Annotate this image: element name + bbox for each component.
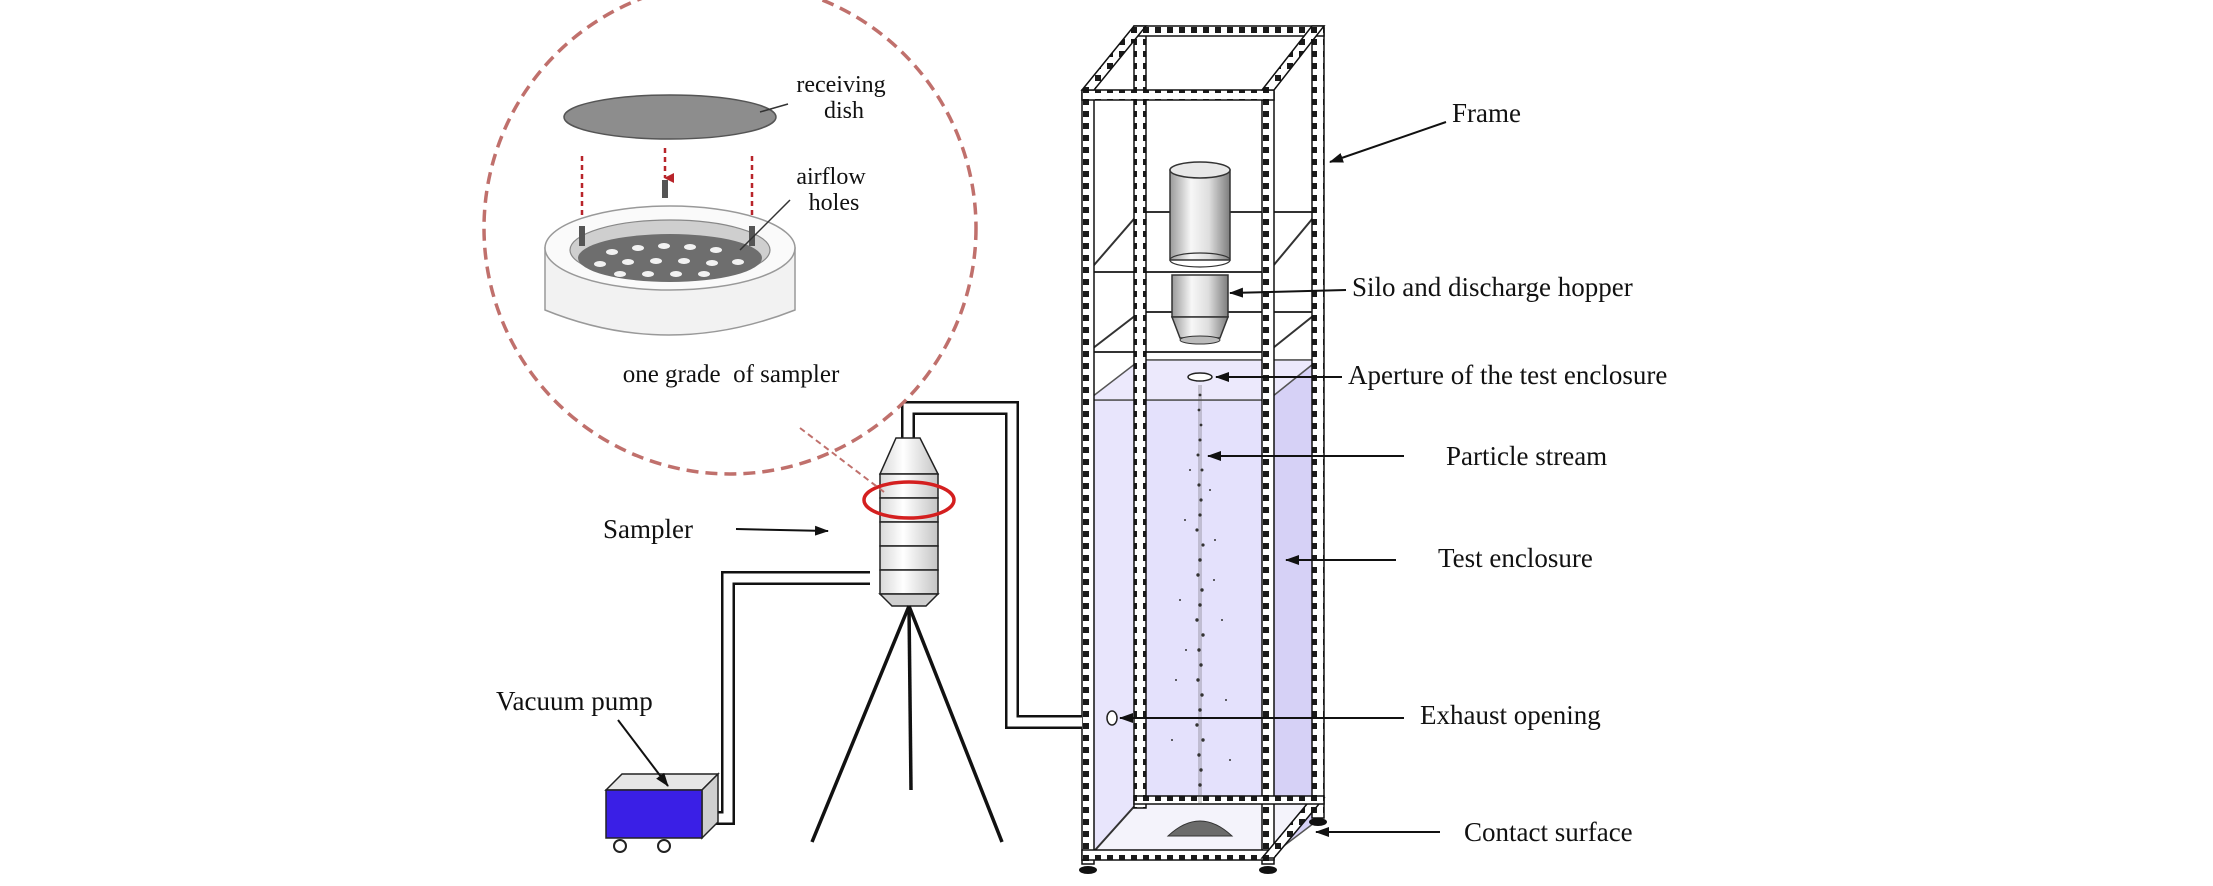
enclosure-side-panel [1267, 358, 1319, 860]
frame-label: Frame [1452, 98, 1521, 128]
frame-beam-top-right [1260, 25, 1326, 91]
sampler-grade-housing [544, 180, 796, 336]
vacuum-pump-label: Vacuum pump [496, 686, 653, 716]
particle-stream [1171, 385, 1231, 805]
hopper-cone [1170, 316, 1230, 339]
contact-surface-label: Contact surface [1464, 817, 1633, 847]
vacuum-pump-arrow [617, 719, 669, 787]
frame-post-front-right [1261, 91, 1275, 865]
airflow-holes-label-line1: airflow [796, 164, 866, 190]
exhaust-opening [1106, 710, 1118, 726]
frame-post-back-left [1133, 27, 1147, 809]
frame-beam-bottom-front [1081, 849, 1275, 861]
frame-beam-top-back [1133, 25, 1325, 37]
frame-beam-top-front [1081, 89, 1275, 101]
receiving-dish-label-line1: receiving [796, 72, 885, 98]
vacuum-pump-body [605, 789, 703, 839]
particle-pile [1166, 820, 1234, 837]
tripod [810, 605, 1004, 843]
receiving-dish-label: receiving dish [796, 72, 891, 124]
sampler-arrow [735, 525, 829, 536]
vacuum-pump [604, 772, 720, 853]
frame-arrow [1329, 121, 1447, 163]
frame-beam-bottom-back [1133, 795, 1325, 805]
frame-foot [1309, 818, 1327, 826]
zoom-callout: receiving dish airflow holes one grade o… [482, 0, 978, 493]
particle-stream-label: Particle stream [1446, 441, 1607, 471]
one-grade-label: one grade of sampler [623, 361, 840, 388]
receiving-dish [563, 94, 777, 140]
discharge-hopper [1171, 274, 1229, 318]
silo-cylinder [1169, 169, 1231, 261]
aperture-label: Aperture of the test enclosure [1348, 360, 1667, 390]
frame-post-back-right [1311, 27, 1325, 819]
frame-beam-top-left [1080, 25, 1148, 91]
sampler-highlight-ring [862, 480, 956, 520]
airflow-holes-label-line2: holes [809, 190, 860, 216]
airflow-holes-label: airflow holes [796, 164, 871, 216]
frame-foot [1259, 866, 1277, 874]
test-enclosure-label: Test enclosure [1438, 543, 1593, 573]
silo-label: Silo and discharge hopper [1352, 272, 1633, 302]
silo-top [1169, 161, 1231, 179]
test-enclosure-group [1079, 25, 1327, 874]
sampler-label: Sampler [603, 514, 693, 544]
zoom-connector [799, 427, 885, 493]
airflow-holes [594, 243, 744, 277]
sampler-cone [878, 437, 940, 475]
receiving-dish-label-line2: dish [824, 98, 864, 124]
frame-foot [1079, 866, 1097, 874]
sampler [810, 437, 1004, 843]
silo-arrow [1229, 287, 1347, 298]
frame-post-front-left [1081, 91, 1095, 865]
exhaust-opening-label: Exhaust opening [1420, 700, 1601, 730]
aperture-ring [1187, 372, 1213, 382]
enclosure-front-panel [1087, 399, 1269, 859]
